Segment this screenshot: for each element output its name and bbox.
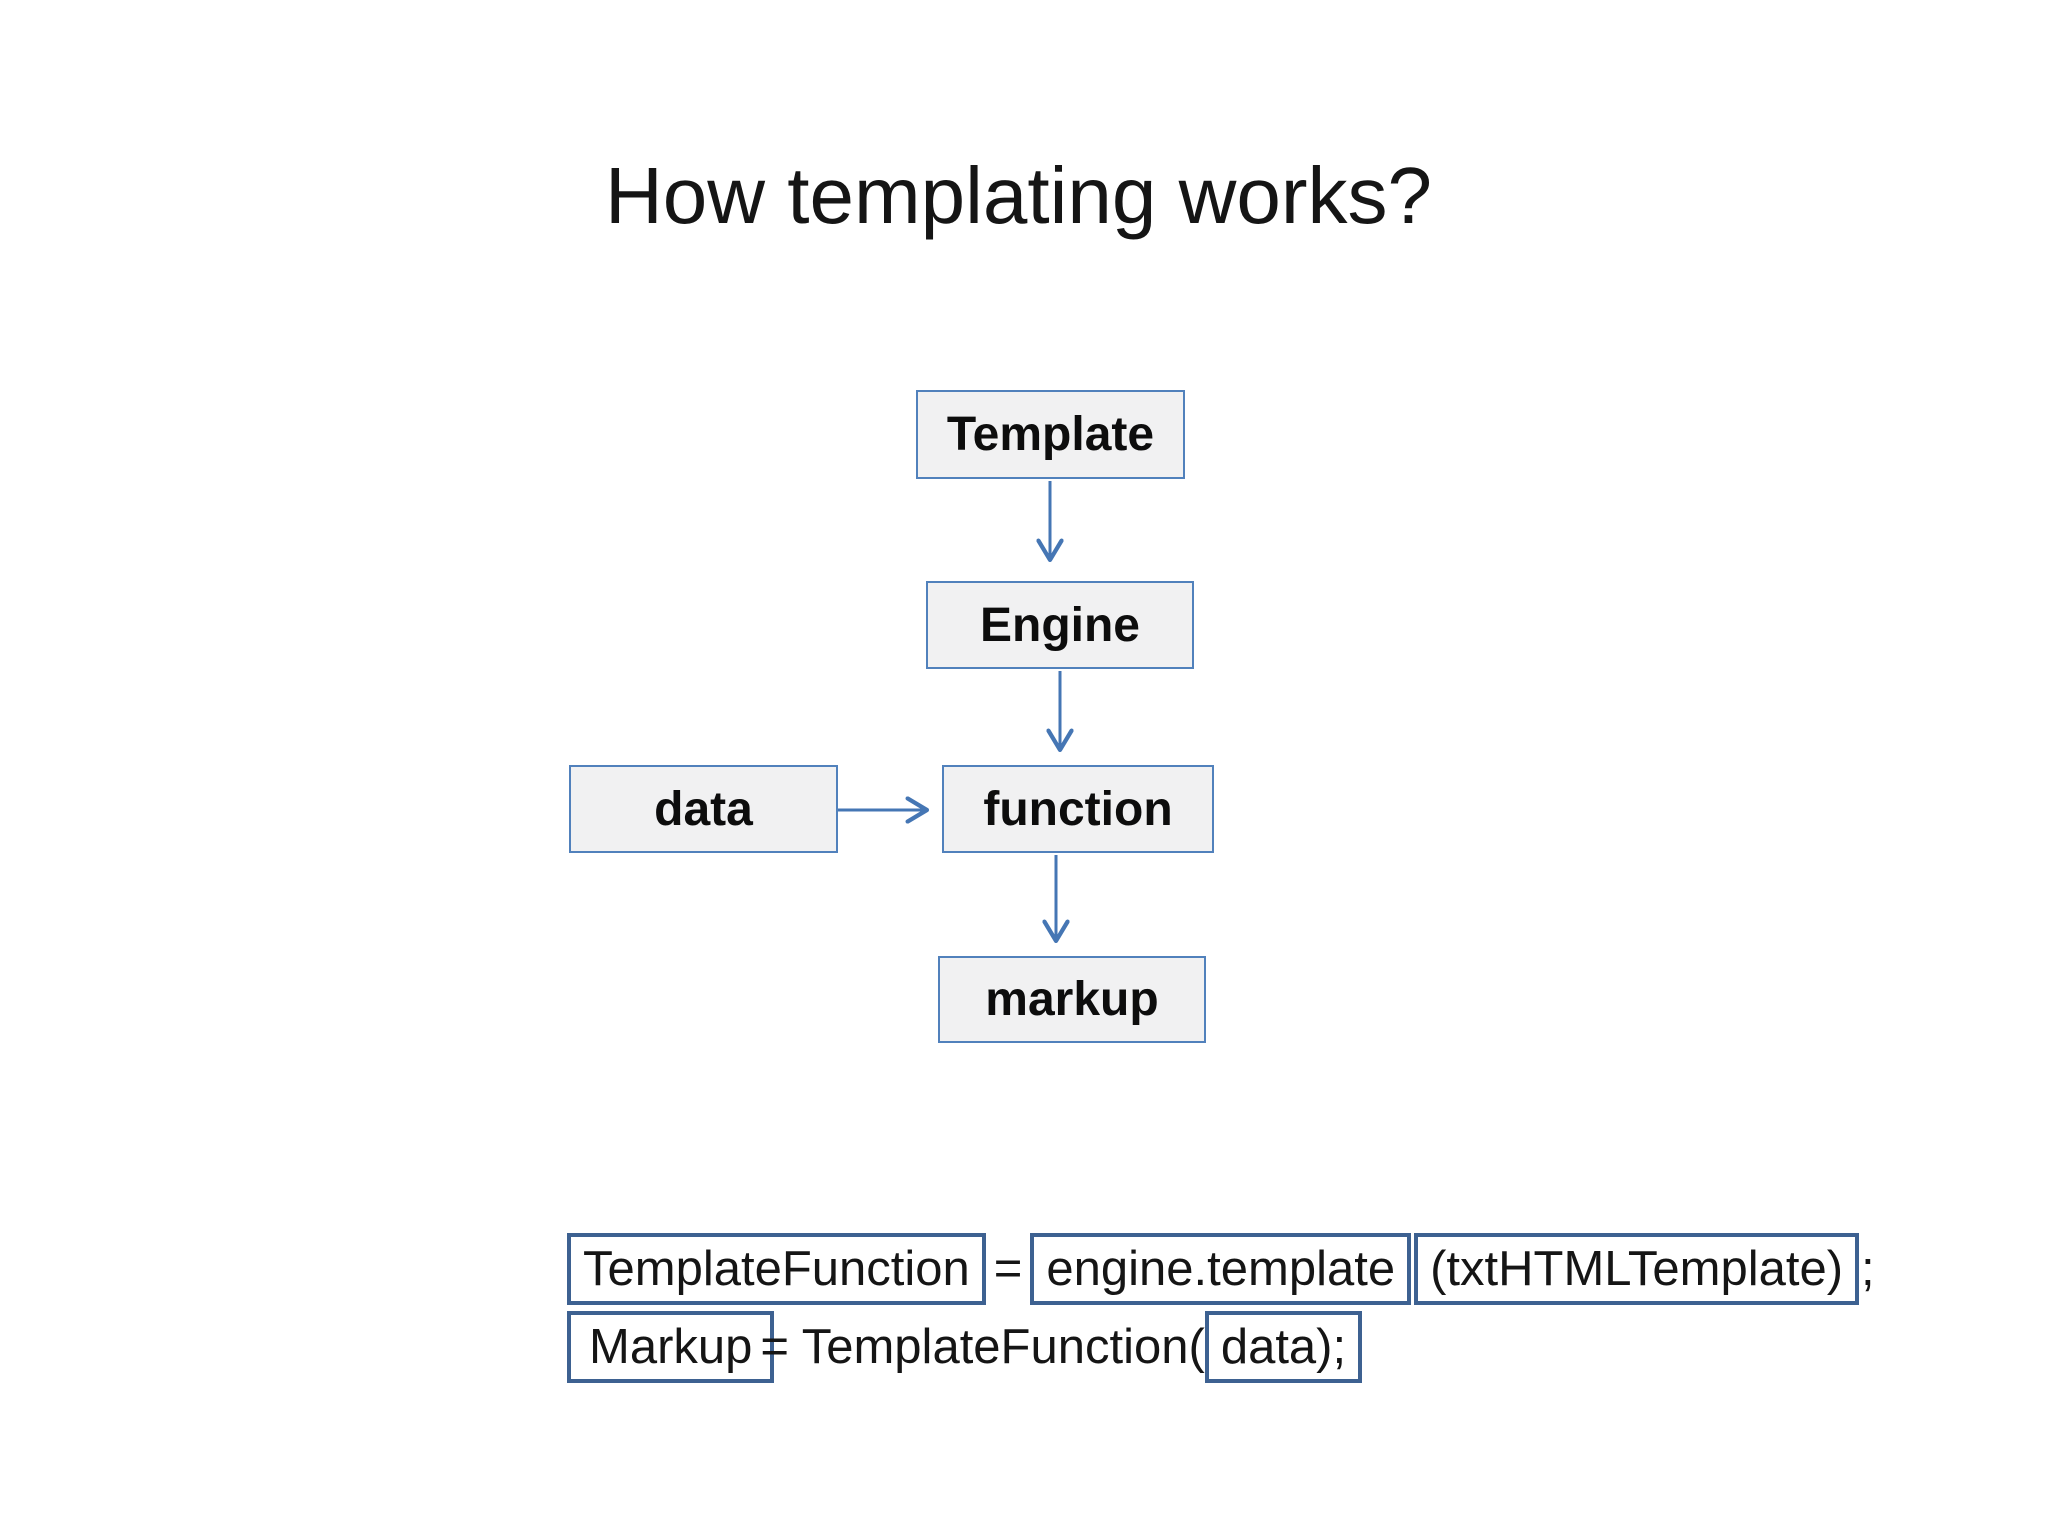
equals-sign-line1: = <box>993 1242 1023 1296</box>
node-data-label: data <box>654 782 753 836</box>
node-template-label: Template <box>946 408 1155 461</box>
node-data: data <box>569 765 838 853</box>
code-box-template-function: TemplateFunction <box>567 1233 986 1305</box>
node-markup-label: markup <box>985 973 1159 1026</box>
code-box-data: data); <box>1204 1311 1363 1383</box>
code-box-markup: Markup <box>567 1311 775 1383</box>
node-engine-label: Engine <box>979 598 1140 652</box>
code-line-1: TemplateFunction = engine.template (txtH… <box>567 1233 1875 1305</box>
semicolon-line1: ; <box>1861 1242 1875 1296</box>
code-box-engine-template: engine.template <box>1030 1233 1412 1305</box>
node-markup: markup <box>938 956 1206 1043</box>
node-template: Template <box>916 390 1185 479</box>
code-box-txt-html-template: (txtHTMLTemplate) <box>1414 1233 1860 1305</box>
page-title: How templating works? <box>605 151 1432 240</box>
code-middle-text: = TemplateFunction( <box>760 1320 1205 1374</box>
code-line-2: Markup = TemplateFunction( data); <box>567 1311 1363 1383</box>
node-engine: Engine <box>926 581 1194 669</box>
node-function-label: function <box>983 782 1173 836</box>
node-function: function <box>942 765 1214 853</box>
